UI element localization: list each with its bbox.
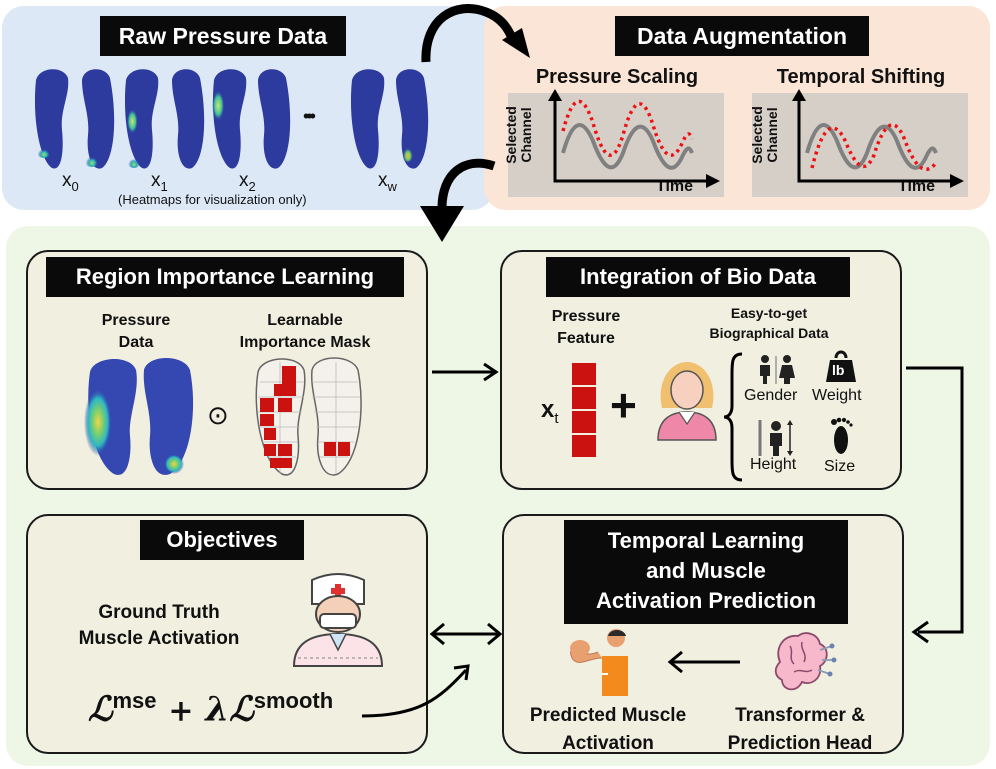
scaling-original-curve xyxy=(561,123,694,170)
shifting-augmented-curve xyxy=(810,123,938,171)
arrow-region-to-bio xyxy=(432,362,499,382)
shifting-chart xyxy=(792,89,964,188)
concat-plus: + xyxy=(610,379,637,431)
bio-data-label-1: Easy-to-get xyxy=(730,305,808,321)
ground-truth-label-2: Muscle Activation xyxy=(78,628,240,649)
weight-icon xyxy=(826,350,856,382)
shifting-x-arrow xyxy=(950,174,964,188)
arrow-loss-to-compare xyxy=(361,664,470,718)
predicted-label-1: Predicted Muscle xyxy=(529,705,687,726)
gender-label: Gender xyxy=(744,387,798,404)
predicted-label: Predicted Muscle Activation xyxy=(510,702,706,758)
region-pressure-label-1: Pressure xyxy=(101,312,171,329)
label-xw-main: x xyxy=(378,170,388,191)
scaling-chart xyxy=(548,89,720,188)
label-x0-sub: 0 xyxy=(71,178,79,194)
region-pressure-label: Pressure Data xyxy=(88,310,184,354)
scaling-augmented-curve xyxy=(561,99,694,157)
brace xyxy=(723,352,743,482)
gender-icon xyxy=(760,355,795,384)
weight-icon-text: lb xyxy=(832,362,845,378)
weight-label: Weight xyxy=(812,387,862,404)
bio-feature-label: Pressure Feature xyxy=(536,306,636,350)
region-pressure-label-2: Data xyxy=(118,334,154,351)
region-title: Region Importance Learning xyxy=(46,257,404,297)
temporal-title-1: Temporal Learning xyxy=(607,528,805,553)
bio-data-label-2: Biographical Data xyxy=(709,325,829,341)
xt-sub: t xyxy=(554,409,559,427)
hadamard-operator: ⊙ xyxy=(207,400,229,430)
temporal-title: Temporal Learning and Muscle Activation … xyxy=(564,520,848,624)
label-x2: x2 xyxy=(239,170,256,194)
shifting-title: Temporal Shifting xyxy=(776,66,946,88)
region-pressure-insoles xyxy=(84,358,194,475)
insole-heatmaps xyxy=(34,69,429,169)
scaling-x-arrow xyxy=(706,174,720,188)
ground-truth-label: Ground Truth Muscle Activation xyxy=(64,600,254,652)
label-x0-main: x xyxy=(62,170,72,191)
shifting-axes xyxy=(797,99,950,183)
loss-equation: ℒmse + λℒsmooth xyxy=(88,688,333,729)
ground-truth-label-1: Ground Truth xyxy=(98,602,220,623)
scaling-y-arrow xyxy=(548,89,562,101)
height-label: Height xyxy=(750,456,797,473)
transformer-label-2: Prediction Head xyxy=(727,733,873,754)
loss-smooth-sup: smooth xyxy=(253,688,334,713)
bio-feature-label-1: Pressure xyxy=(551,308,621,325)
augmentation-title: Data Augmentation xyxy=(615,16,869,56)
arrow-bio-to-temporal xyxy=(906,366,964,644)
xt-main: x xyxy=(541,396,555,423)
label-xw-sub: w xyxy=(387,178,397,194)
insole-pair-1 xyxy=(124,69,205,169)
dots: ••• xyxy=(303,106,316,126)
arrow-raw-to-augmentation xyxy=(421,4,530,63)
predicted-label-2: Activation xyxy=(562,733,654,754)
label-x1-main: x xyxy=(151,170,161,191)
region-mask-label-1: Learnable xyxy=(267,312,343,329)
temporal-title-3: Activation Prediction xyxy=(595,588,817,613)
importance-mask xyxy=(255,357,362,476)
label-x0: x0 xyxy=(62,170,79,194)
scaling-title: Pressure Scaling xyxy=(535,66,699,88)
loss-smooth-symbol: λℒ xyxy=(205,689,254,730)
loss-mse-sup: mse xyxy=(112,688,157,713)
heatmap-note: (Heatmaps for visualization only) xyxy=(118,192,307,207)
muscle-icon xyxy=(570,629,628,696)
insole-pair-0 xyxy=(34,69,115,169)
bio-data-label: Easy-to-get Biographical Data xyxy=(684,303,854,343)
arrow-transformer-to-prediction xyxy=(667,650,740,674)
shifting-y-arrow xyxy=(792,89,806,101)
objectives-box xyxy=(26,514,428,754)
doctor-icon xyxy=(292,573,384,667)
scaling-axes xyxy=(553,99,706,183)
bio-title: Integration of Bio Data xyxy=(546,257,850,297)
arrow-augmentation-to-pipeline xyxy=(420,158,496,242)
transformer-label: Transformer & Prediction Head xyxy=(712,702,888,758)
arrow-compare-bidirectional xyxy=(429,622,503,646)
bio-feature-label-2: Feature xyxy=(557,330,615,347)
insole-pair-2 xyxy=(211,69,291,169)
label-x1-sub: 1 xyxy=(160,178,168,194)
feature-vector xyxy=(570,361,598,459)
brain-icon xyxy=(774,632,837,691)
size-label: Size xyxy=(824,458,856,475)
label-x2-main: x xyxy=(239,170,249,191)
label-x1: x1 xyxy=(151,170,168,194)
raw-data-title: Raw Pressure Data xyxy=(100,16,346,56)
person-icon xyxy=(657,362,717,441)
label-xw: xw xyxy=(378,170,397,194)
shifting-original-curve xyxy=(805,123,938,170)
xt-label: xt xyxy=(541,396,559,427)
objectives-title: Objectives xyxy=(140,520,304,560)
region-mask-label: Learnable Importance Mask xyxy=(220,310,390,354)
label-x2-sub: 2 xyxy=(248,178,256,194)
insole-pair-w xyxy=(350,69,429,169)
region-mask-label-2: Importance Mask xyxy=(239,334,371,351)
loss-plus: + xyxy=(168,693,194,729)
loss-mse-symbol: ℒ xyxy=(88,689,113,730)
height-icon xyxy=(758,420,793,456)
temporal-title-2: and Muscle xyxy=(646,558,766,583)
transformer-label-1: Transformer & xyxy=(735,705,865,726)
foot-size-icon xyxy=(831,417,853,454)
